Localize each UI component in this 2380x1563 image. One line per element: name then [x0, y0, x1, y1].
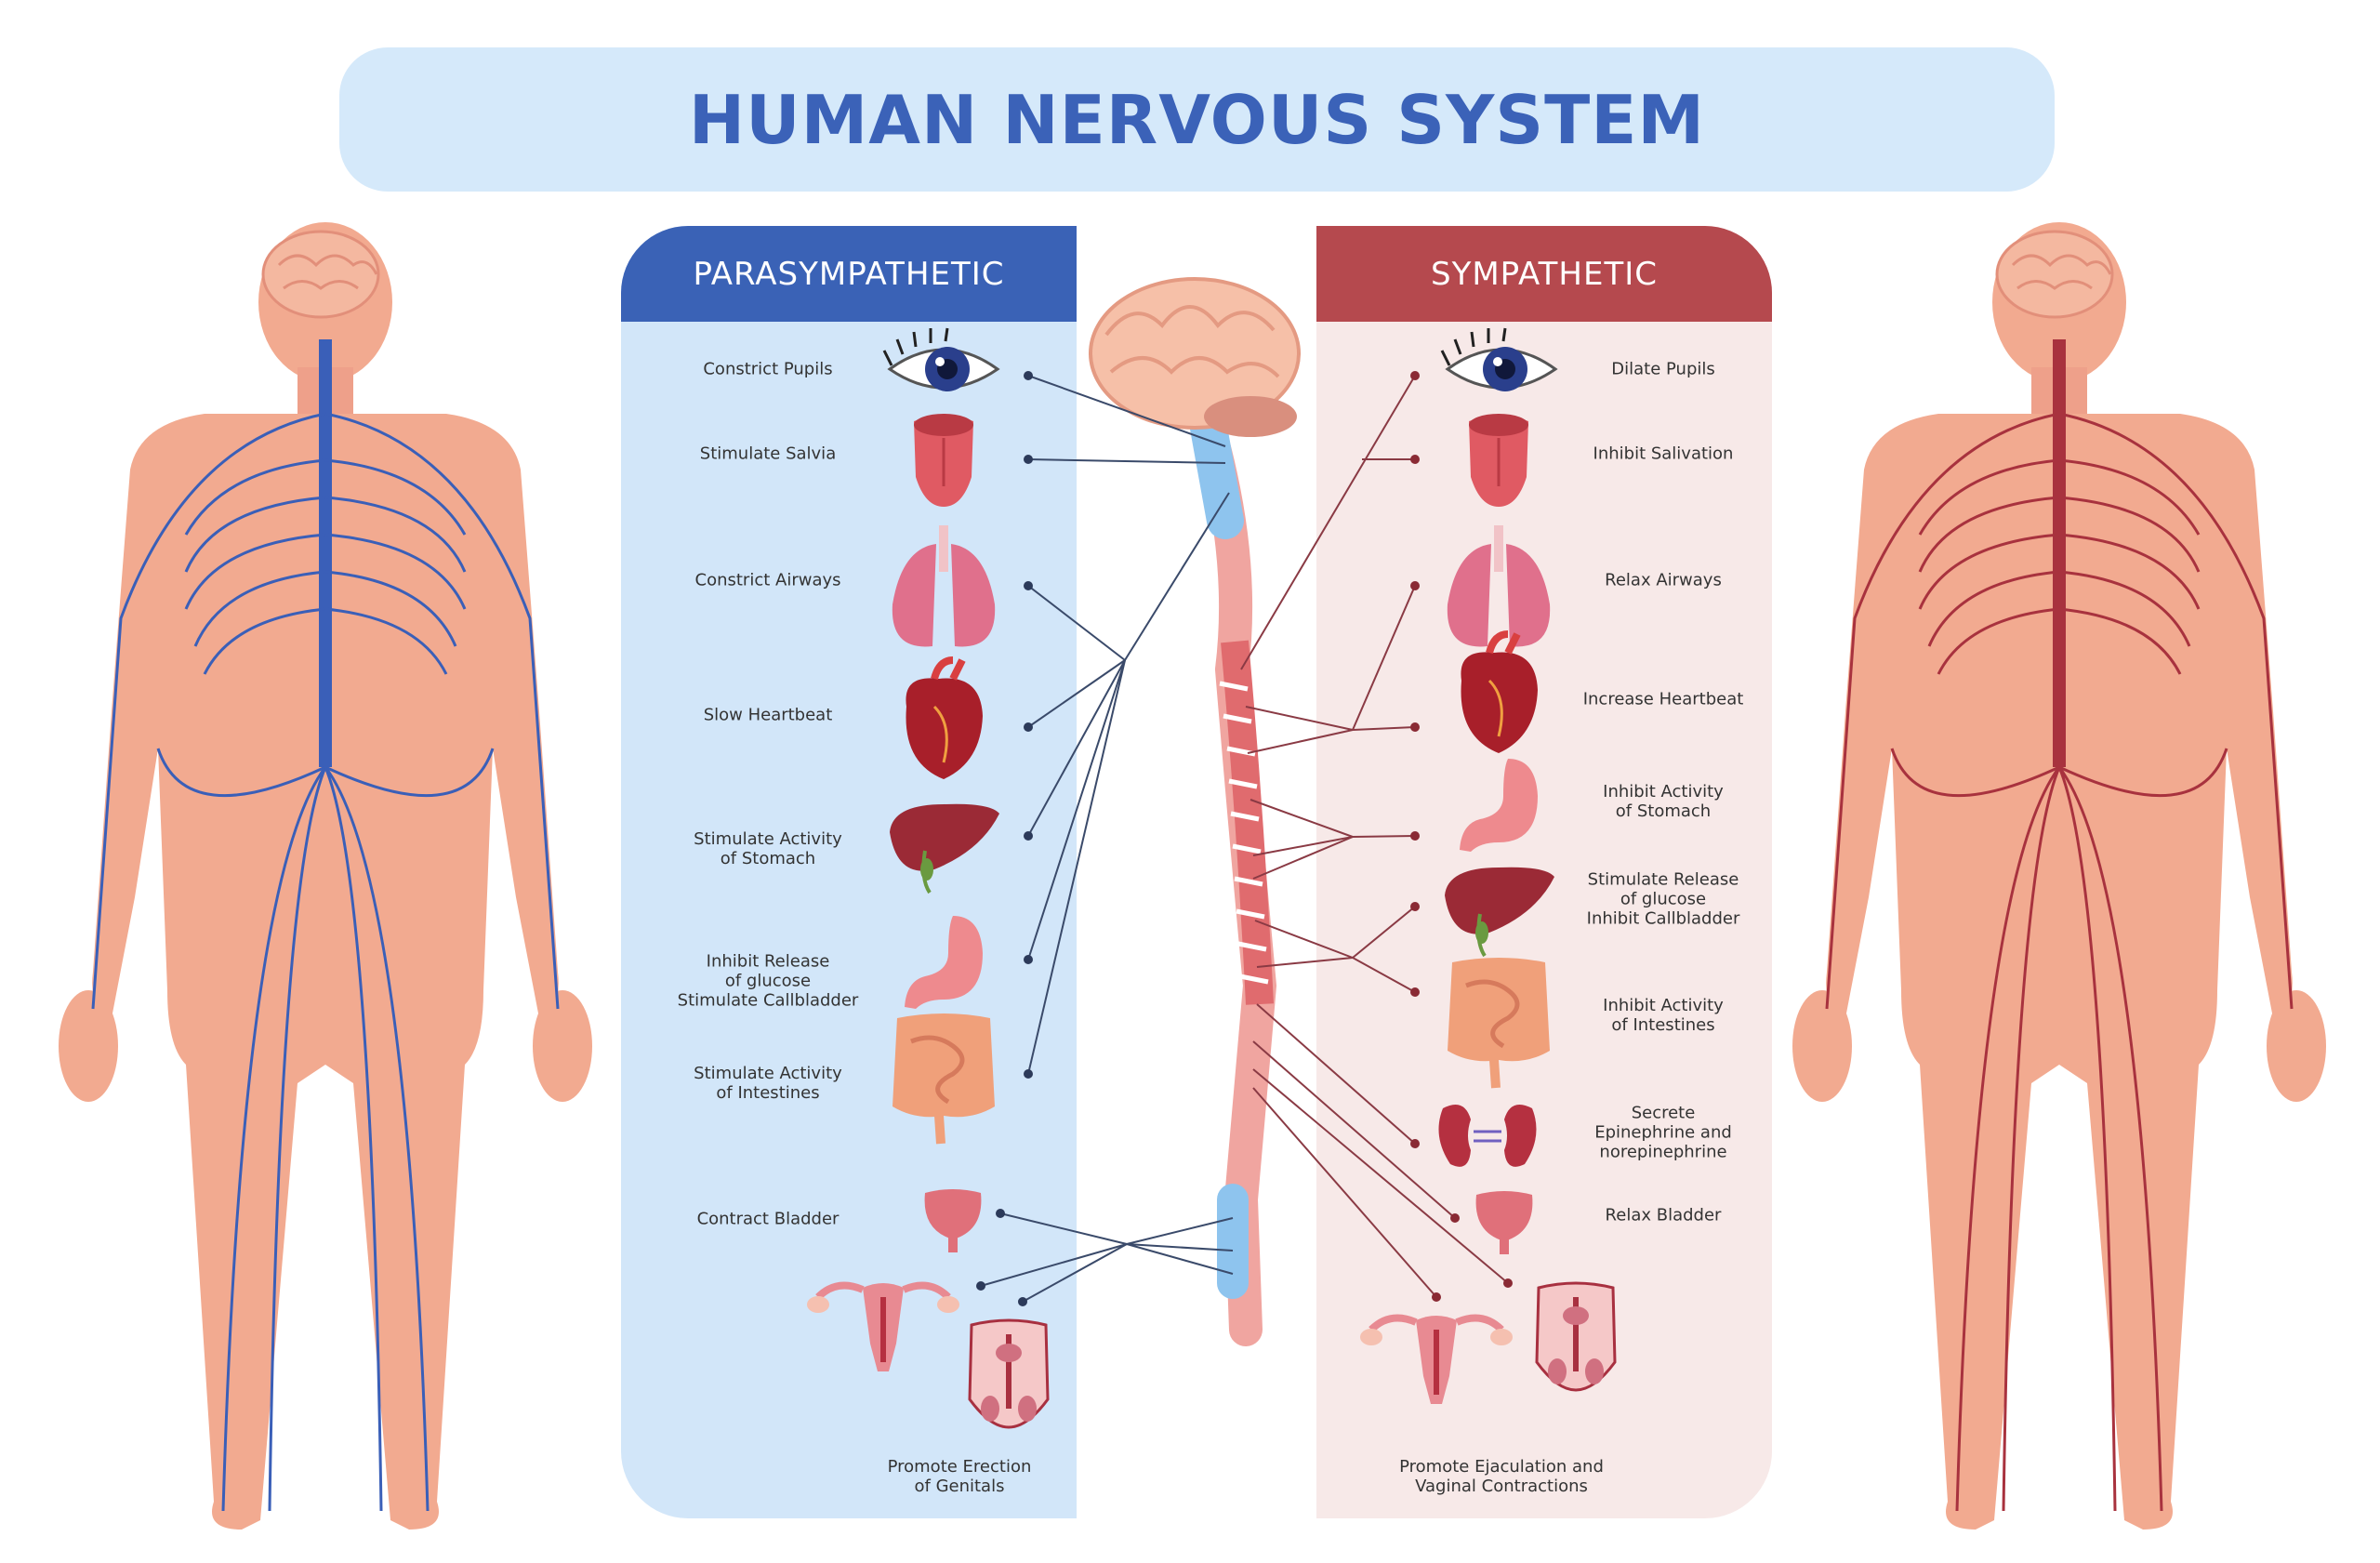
parasympathetic-panel — [621, 226, 1077, 1518]
sympathetic-effect-label: Relax Airways — [1605, 570, 1722, 590]
sympathetic-effect-label: Stimulate Release of glucose Inhibit Cal… — [1586, 869, 1740, 929]
eye-icon — [882, 326, 999, 393]
parasympathetic-effect-label: Contract Bladder — [696, 1209, 840, 1229]
intestines-icon — [892, 1013, 995, 1144]
bladder-icon — [924, 1189, 982, 1252]
page-title: HUMAN NERVOUS SYSTEM — [688, 80, 1706, 159]
parasympathetic-effect-label: Stimulate Activity of Intestines — [694, 1064, 842, 1103]
sympathetic-effect-label: Increase Heartbeat — [1582, 689, 1744, 709]
lungs-icon — [892, 525, 996, 647]
sympathetic-header: SYMPATHETIC — [1316, 226, 1772, 322]
sympathetic-effect-label: Inhibit Activity of Stomach — [1603, 782, 1724, 821]
sympathetic-effect-label: Inhibit Salivation — [1593, 444, 1734, 464]
sympathetic-effect-label: Relax Bladder — [1605, 1205, 1722, 1225]
eye-icon — [1440, 326, 1557, 393]
stomach-icon — [905, 916, 983, 1009]
parasympathetic-effect-label: Stimulate Activity of Stomach — [694, 829, 842, 868]
human-body-icon — [57, 220, 594, 1531]
stomach-icon — [1460, 759, 1538, 852]
heart-icon — [1461, 634, 1538, 753]
parasympathetic-effect-label: Stimulate Salvia — [699, 444, 837, 464]
uterus-icon — [1360, 1316, 1513, 1404]
liver-icon — [888, 801, 1001, 894]
brain-icon — [1089, 277, 1301, 437]
tongue-icon — [912, 412, 975, 509]
male-reproductive-icon — [1537, 1283, 1615, 1390]
heart-icon — [906, 660, 983, 779]
sympathetic-effect-label: Inhibit Activity of Intestines — [1603, 996, 1724, 1035]
sympathetic-effect-label: Dilate Pupils — [1611, 359, 1715, 379]
parasympathetic-header: PARASYMPATHETIC — [621, 226, 1077, 322]
male-reproductive-icon — [970, 1320, 1048, 1427]
uterus-icon — [807, 1283, 959, 1371]
lungs-icon — [1447, 525, 1551, 647]
parasympathetic-effect-label: Inhibit Release of glucose Stimulate Cal… — [677, 951, 859, 1011]
tongue-icon — [1467, 412, 1530, 509]
liver-icon — [1443, 865, 1556, 958]
sympathetic-effect-label: Promote Ejaculation and Vaginal Contract… — [1399, 1457, 1604, 1496]
parasympathetic-effect-label: Promote Erection of Genitals — [887, 1457, 1032, 1496]
sympathetic-effect-label: Secrete Epinephrine and norepinephrine — [1594, 1103, 1732, 1162]
title-banner: HUMAN NERVOUS SYSTEM — [339, 47, 2055, 192]
bladder-icon — [1475, 1191, 1533, 1254]
kidneys-icon — [1437, 1103, 1538, 1169]
spinal-cord-icon — [1190, 409, 1277, 1346]
parasympathetic-effect-label: Constrict Pupils — [703, 359, 833, 379]
parasympathetic-effect-label: Constrict Airways — [694, 570, 841, 590]
intestines-icon — [1448, 958, 1550, 1088]
parasympathetic-effect-label: Slow Heartbeat — [703, 705, 833, 725]
human-body-icon — [1791, 220, 2328, 1531]
